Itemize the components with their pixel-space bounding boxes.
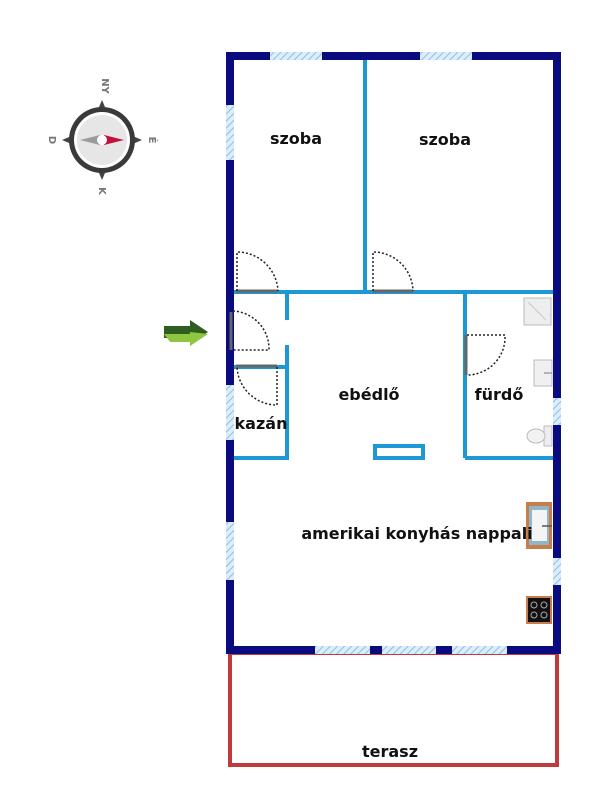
window [382,646,436,654]
window [420,52,472,60]
room-label-szoba-1: szoba [270,129,322,148]
compass-west-label: D [46,136,57,144]
window [452,646,507,654]
toilet-icon [526,425,553,447]
doors [229,251,506,406]
window [315,646,370,654]
room-label-szoba-2: szoba [419,130,471,149]
window [270,52,322,60]
compass-south-label: K [96,187,107,196]
room-label-nappali: amerikai konyhás nappali [301,524,532,543]
room-label-ebedlo: ebédlő [338,385,399,404]
entrance-arrow-icon [164,320,208,346]
room-label-kazan: kazán [235,414,288,433]
window [553,558,561,585]
compass-east-label: É [146,137,159,144]
room-label-furdo: fürdő [475,385,524,404]
compass-icon: NY É K D [46,78,159,196]
window [226,522,234,580]
shower-icon [523,297,552,326]
stove-icon [526,596,552,624]
sink-icon [533,359,553,387]
compass-north-label: NY [99,78,110,94]
window [226,105,234,160]
window [553,398,561,425]
windows [226,52,561,654]
kitchen-sink-icon [526,502,552,549]
window [226,385,234,440]
room-label-terasz: terasz [362,742,418,761]
